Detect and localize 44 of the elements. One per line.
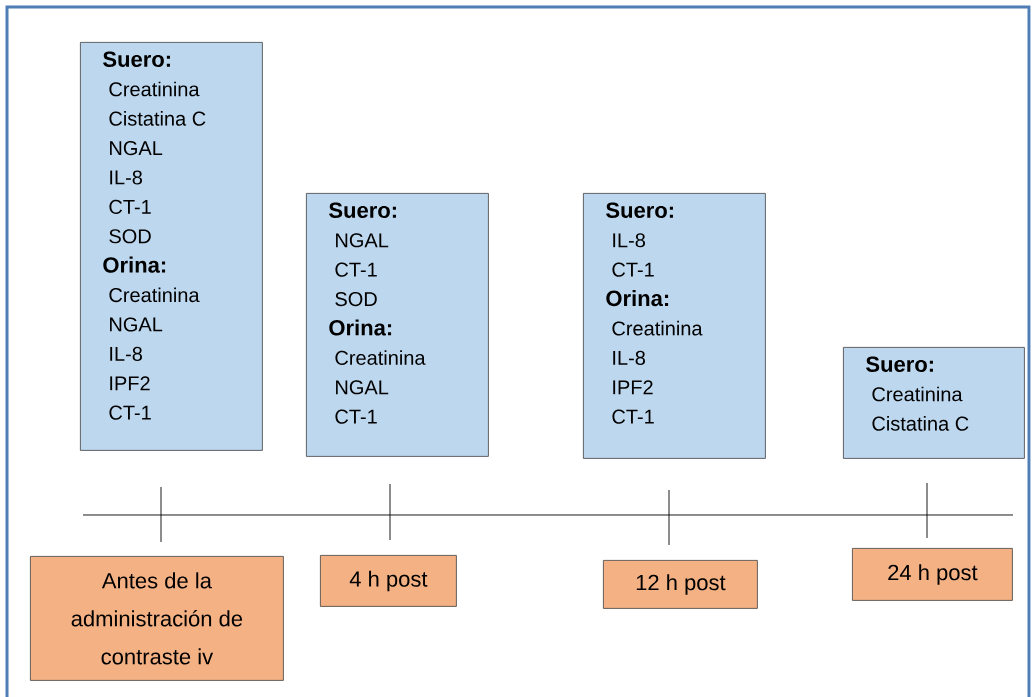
marker-name: IL-8	[110, 346, 142, 361]
marker-name: IPF2	[613, 380, 653, 395]
section-heading: Orina:	[103, 256, 166, 273]
marker-name: SOD	[109, 229, 151, 244]
sample-box	[80, 42, 263, 451]
section-heading: Suero:	[606, 202, 673, 218]
marker-name: CT-1	[612, 409, 654, 424]
marker-name: IL-8	[613, 233, 645, 248]
time-box	[320, 555, 457, 607]
marker-name: IPF2	[110, 376, 150, 391]
marker-name: NGAL	[110, 317, 163, 332]
section-heading: Suero:	[103, 51, 170, 67]
marker-name: Cistatina C	[872, 416, 969, 431]
sample-box	[306, 193, 489, 457]
marker-name: NGAL	[336, 380, 389, 395]
sample-box	[843, 347, 1025, 459]
section-heading: Suero:	[329, 202, 396, 218]
time-label: 12 h post	[636, 574, 726, 595]
marker-name: Creatinina	[872, 386, 963, 402]
marker-name: CT-1	[335, 409, 377, 424]
marker-name: IL-8	[110, 170, 142, 185]
marker-name: CT-1	[335, 262, 377, 277]
time-box	[852, 548, 1013, 601]
time-label: 4 h post	[349, 570, 428, 592]
marker-name: IL-8	[613, 350, 645, 365]
marker-name: Cistatina C	[109, 111, 206, 126]
marker-name: CT-1	[109, 405, 151, 420]
marker-name: CT-1	[612, 262, 654, 277]
time-box	[603, 560, 758, 609]
marker-name: Creatinina	[612, 320, 703, 336]
marker-name: NGAL	[336, 233, 389, 248]
time-label: 24 h post	[888, 564, 978, 585]
marker-name: CT-1	[109, 199, 151, 214]
sample-box	[583, 193, 766, 459]
marker-name: NGAL	[110, 141, 163, 156]
section-heading: Orina:	[329, 319, 392, 336]
section-heading: Orina:	[606, 290, 669, 307]
time-label: Antes de la administración de contraste iv	[71, 572, 243, 665]
marker-name: Creatinina	[109, 287, 200, 303]
marker-name: Creatinina	[335, 350, 426, 365]
section-heading: Suero:	[866, 356, 933, 372]
time-box	[30, 556, 284, 681]
marker-name: SOD	[335, 292, 377, 307]
marker-name: Creatinina	[109, 81, 200, 97]
